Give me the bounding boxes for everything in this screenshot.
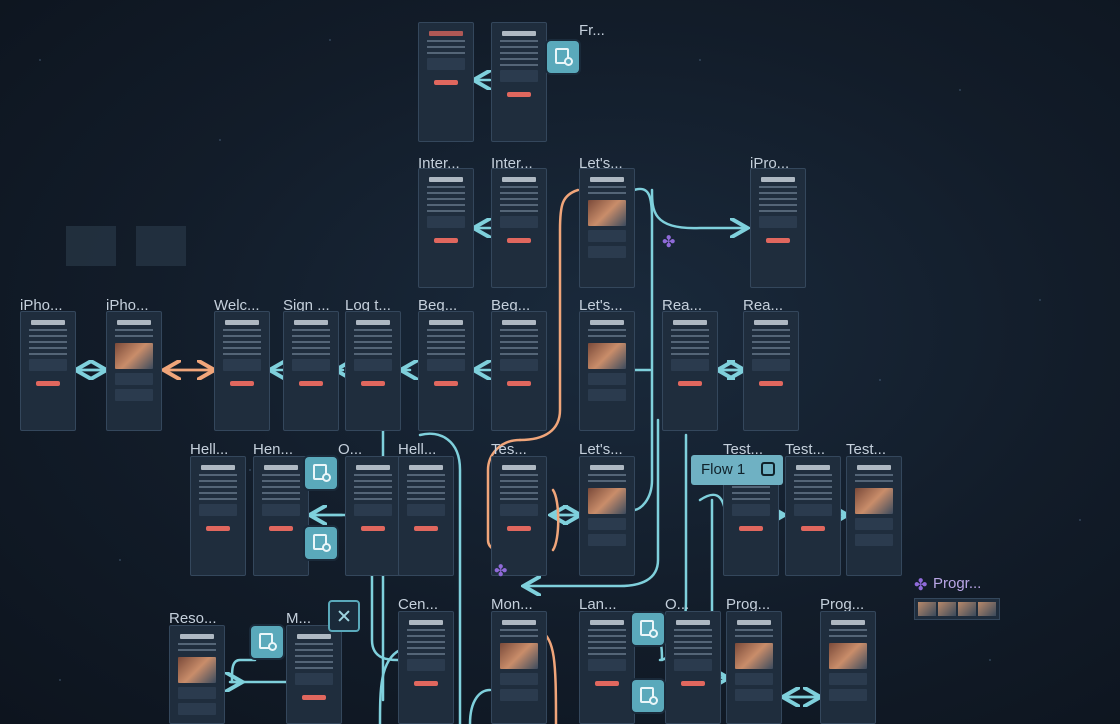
- frame-thumbnail[interactable]: [785, 456, 841, 576]
- frame-label: iPro...: [750, 155, 790, 172]
- frame-label: Prog...: [726, 596, 771, 613]
- frame-thumbnail[interactable]: [418, 22, 474, 142]
- frame-thumbnail[interactable]: [491, 311, 547, 431]
- frame-label: Prog...: [820, 596, 865, 613]
- frame-thumbnail[interactable]: [398, 456, 454, 576]
- image-strip[interactable]: [914, 598, 1000, 620]
- frame-thumbnail[interactable]: [253, 456, 309, 576]
- frame-thumbnail[interactable]: [491, 611, 547, 724]
- frame-label: Lan...: [579, 596, 617, 613]
- prototype-node-icon[interactable]: [251, 626, 283, 658]
- frame-label: Rea...: [743, 297, 784, 314]
- frame-thumbnail[interactable]: [418, 168, 474, 288]
- component-icon: ✤: [914, 577, 928, 594]
- frame-thumbnail[interactable]: [579, 168, 635, 288]
- progress-section-label: Progr...: [933, 575, 982, 592]
- frame-label: Welc...: [214, 297, 260, 314]
- frame-label: Hen...: [253, 441, 294, 458]
- frame-label: Test...: [846, 441, 887, 458]
- frame-thumbnail[interactable]: [665, 611, 721, 724]
- frame-label: Tes...: [491, 441, 527, 458]
- frame-label: Hell...: [398, 441, 437, 458]
- frame-thumbnail[interactable]: [418, 311, 474, 431]
- frame-label: Rea...: [662, 297, 703, 314]
- frame-thumbnail[interactable]: [743, 311, 799, 431]
- frame-label: Cen...: [398, 596, 439, 613]
- frame-label: M...: [286, 610, 311, 627]
- frame-label: Test...: [723, 441, 764, 458]
- prototype-node-icon[interactable]: [632, 613, 664, 645]
- prototype-node-icon[interactable]: [547, 41, 579, 73]
- frame-label: O...: [338, 441, 363, 458]
- frame-thumbnail[interactable]: [491, 168, 547, 288]
- frame-label: Beg...: [418, 297, 458, 314]
- frame-thumbnail[interactable]: [169, 625, 225, 724]
- frame-thumbnail[interactable]: [579, 456, 635, 576]
- frame-thumbnail[interactable]: [726, 611, 782, 724]
- frame-thumbnail[interactable]: [491, 456, 547, 576]
- frame-label: iPho...: [20, 297, 63, 314]
- frame-thumbnail[interactable]: [106, 311, 162, 431]
- frame-icon: [761, 462, 775, 476]
- frame-label: Hell...: [190, 441, 229, 458]
- frame-thumbnail[interactable]: [286, 625, 342, 724]
- placeholder-shape: [136, 226, 186, 266]
- frame-thumbnail[interactable]: [190, 456, 246, 576]
- frame-label: Let's...: [579, 297, 623, 314]
- frame-label: Inter...: [491, 155, 533, 172]
- flow-start-badge[interactable]: Flow 1: [691, 455, 783, 485]
- frame-thumbnail[interactable]: [345, 311, 401, 431]
- frame-thumbnail[interactable]: [398, 611, 454, 724]
- frame-thumbnail[interactable]: [750, 168, 806, 288]
- close-icon[interactable]: [328, 600, 360, 632]
- placeholder-shape: [66, 226, 116, 266]
- frame-thumbnail[interactable]: [345, 456, 401, 576]
- frame-label: Sign ...: [283, 297, 330, 314]
- frame-thumbnail[interactable]: [579, 611, 635, 724]
- frame-label: Inter...: [418, 155, 460, 172]
- frame-thumbnail[interactable]: [214, 311, 270, 431]
- frame-label: iPho...: [106, 297, 149, 314]
- frame-thumbnail[interactable]: [662, 311, 718, 431]
- prototype-node-icon[interactable]: [305, 457, 337, 489]
- frame-thumbnail[interactable]: [579, 311, 635, 431]
- prototype-node-icon[interactable]: [305, 527, 337, 559]
- frame-thumbnail[interactable]: [820, 611, 876, 724]
- frame-label: Test...: [785, 441, 826, 458]
- frame-label: Mon...: [491, 596, 533, 613]
- frame-thumbnail[interactable]: [283, 311, 339, 431]
- frame-label: Log t...: [345, 297, 391, 314]
- frame-label: O...: [665, 596, 690, 613]
- component-icon: ✤: [662, 234, 676, 251]
- frame-thumbnail[interactable]: [20, 311, 76, 431]
- component-icon: ✤: [494, 563, 508, 580]
- frame-label: Let's...: [579, 155, 623, 172]
- frame-label: Fr...: [579, 22, 605, 39]
- prototype-node-icon[interactable]: [632, 680, 664, 712]
- frame-label: Reso...: [169, 610, 217, 627]
- frame-label: Beg...: [491, 297, 531, 314]
- frame-thumbnail[interactable]: [491, 22, 547, 142]
- frame-thumbnail[interactable]: [846, 456, 902, 576]
- frame-label: Let's...: [579, 441, 623, 458]
